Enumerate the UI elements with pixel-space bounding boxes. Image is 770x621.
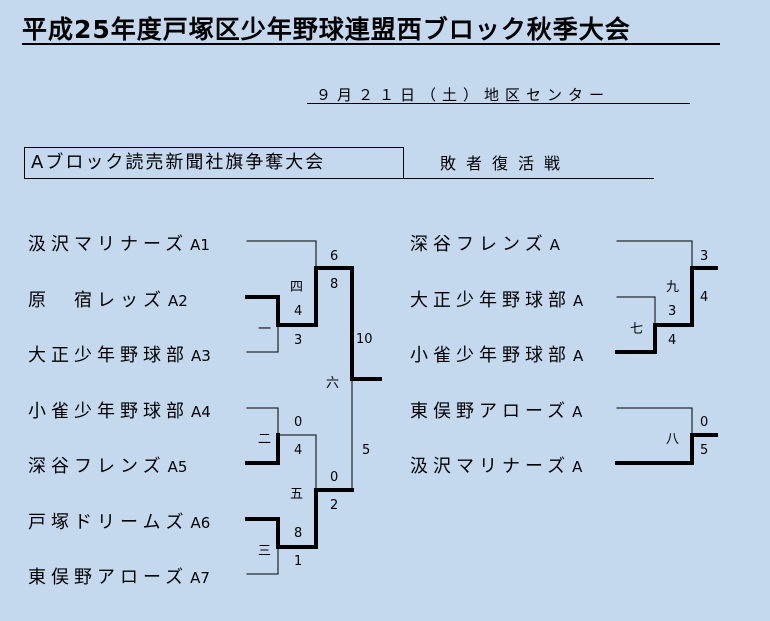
game-number: 二 (258, 432, 272, 447)
team-name: 小雀少年野球部 (28, 401, 189, 422)
game-score: 4 (700, 290, 709, 305)
team-name: 深谷フレンズ (28, 456, 166, 477)
team-seed: A (572, 403, 583, 421)
game-number: 四 (290, 280, 304, 295)
date-venue-underline (307, 103, 690, 104)
bracket-line (615, 433, 694, 465)
bracket-line (246, 324, 279, 353)
team-name: 戸塚ドリームズ (28, 512, 189, 533)
team-name: 深谷フレンズ (410, 234, 548, 255)
game-number: 五 (290, 487, 304, 502)
main-bracket-label: Aブロック読売新聞社旗争奪大会 (24, 147, 404, 179)
bracket-line (616, 407, 693, 436)
game-score: 4 (294, 304, 303, 319)
team-name: 大正少年野球部 (410, 290, 571, 311)
game-number: 六 (326, 376, 340, 391)
game-score: 5 (700, 443, 709, 458)
team-name: 原 宿レッズ (28, 290, 166, 311)
game-score: 4 (294, 443, 303, 458)
game-score: 3 (700, 249, 709, 264)
game-score: 6 (330, 249, 339, 264)
bracket-line (245, 517, 280, 549)
game-score: 3 (294, 333, 303, 348)
date-venue: ９月２１日（土）地区センター (316, 86, 611, 104)
bracket-line (615, 323, 657, 354)
game-score: 5 (362, 443, 371, 458)
title-underline (22, 43, 720, 45)
label-underline (404, 178, 654, 179)
bracket-line (245, 433, 280, 465)
game-score: 3 (668, 304, 677, 319)
game-score: 4 (668, 333, 677, 348)
team-name: 汲沢マリナーズ (28, 234, 189, 255)
game-number: 三 (258, 544, 272, 559)
game-number: 七 (630, 322, 644, 337)
team-seed: A6 (190, 514, 211, 532)
team-seed: A1 (190, 236, 210, 254)
game-score: 0 (330, 470, 339, 485)
team-name: 東俣野アローズ (410, 401, 571, 422)
game-score: 0 (700, 415, 709, 430)
team-seed: A (549, 236, 560, 254)
game-number: 九 (666, 280, 680, 295)
game-number: 一 (258, 322, 272, 337)
game-score: 1 (294, 554, 303, 569)
team-seed: A7 (190, 569, 210, 587)
bracket-line (246, 407, 279, 436)
team-seed: A2 (168, 292, 188, 310)
page-title: 平成25年度戸塚区少年野球連盟西ブロック秋季大会 (22, 15, 631, 44)
team-seed: A4 (191, 403, 211, 421)
game-score: 8 (294, 526, 303, 541)
game-score: 0 (294, 415, 303, 430)
team-name: 汲沢マリナーズ (410, 456, 571, 477)
team-seed: A (573, 292, 584, 310)
game-score: 8 (330, 277, 339, 292)
bracket-line (246, 546, 279, 575)
team-name: 小雀少年野球部 (410, 345, 571, 366)
team-name: 東俣野アローズ (28, 567, 189, 588)
team-seed: A (573, 347, 584, 365)
team-seed: A5 (167, 458, 188, 476)
bracket-line (616, 296, 656, 326)
bracket-line (246, 240, 317, 269)
team-seed: A (572, 458, 583, 476)
bracket-line (616, 240, 693, 269)
game-score: 2 (330, 498, 339, 513)
consolation-label: 敗者復活戦 (440, 154, 571, 173)
team-seed: A3 (191, 347, 211, 365)
game-number: 八 (666, 432, 680, 447)
bracket-line (245, 295, 280, 327)
team-name: 大正少年野球部 (28, 345, 189, 366)
game-score: 10 (356, 332, 373, 347)
